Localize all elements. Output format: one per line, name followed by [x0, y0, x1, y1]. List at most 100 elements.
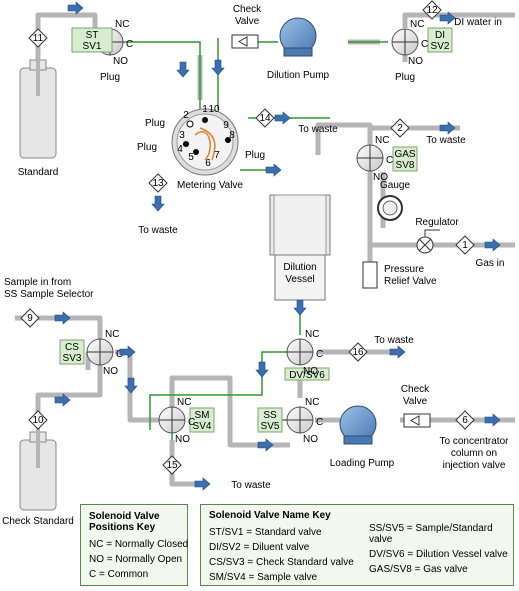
to-waste-16-label: To waste: [374, 335, 414, 346]
metering-port-number: 5: [188, 152, 194, 163]
line-number: 6: [462, 415, 468, 426]
port-nc: NC: [410, 19, 424, 30]
port-c: C: [421, 39, 428, 50]
line-number-marker: [28, 28, 48, 48]
metering-port-number: 1: [202, 104, 208, 115]
flow-lines: [120, 38, 388, 440]
solenoid-valve-sv4: [158, 406, 215, 434]
line-number-marker: [148, 173, 168, 193]
gauge: [377, 195, 403, 221]
line-number: 16: [352, 347, 364, 358]
plug-right-label: Plug: [245, 150, 265, 161]
valve-name: SV8: [396, 160, 415, 171]
line-number: 9: [27, 313, 33, 324]
metering-port-number: 9: [223, 120, 229, 131]
check-valve-top: [231, 34, 259, 49]
names-key: Solenoid Valve Name Key ST/SV1 = Standar…: [200, 504, 514, 586]
valve-tag: GAS: [394, 149, 415, 160]
solenoid-valve-sv2: [391, 27, 453, 56]
line-number-marker: [422, 0, 442, 20]
solenoid-valve-sv1: [71, 27, 124, 56]
port-nc: NC: [115, 19, 129, 30]
check-standard-label: Check Standard: [2, 516, 74, 527]
names-key-item: GAS/SV8 = Gas valve: [369, 564, 468, 575]
port-no: NO: [175, 434, 190, 445]
loading-pump: [339, 405, 377, 445]
metering-port-number: 8: [229, 130, 235, 141]
positions-key-item: NC = Normally Closed: [89, 539, 189, 550]
to-waste-13-label: To waste: [138, 225, 178, 236]
names-key-title: Solenoid Valve Name Key: [209, 510, 331, 521]
line-number: 12: [426, 5, 438, 16]
plug-top-label: Plug: [145, 118, 165, 129]
standard-bottle: [19, 56, 57, 159]
gas-in-label: Gas in: [476, 258, 505, 269]
port-no: NO: [408, 56, 423, 67]
names-key-item: SS/SV5 = Sample/Standard valve: [369, 523, 493, 545]
names-key-item: CS/SV3 = Check Standard valve: [209, 557, 354, 568]
port-no: NO: [373, 172, 388, 183]
port-nc: NC: [305, 329, 319, 340]
port-nc: NC: [305, 397, 319, 408]
line-number-marker: [455, 235, 475, 255]
port-c: C: [386, 155, 393, 166]
port-c: C: [126, 39, 133, 50]
solenoid-valve-sv3: [59, 338, 114, 366]
solenoid-valve-sv8: [356, 144, 418, 172]
plug-label: Plug: [100, 72, 120, 83]
valve-tag: ST: [86, 30, 99, 41]
port-c: C: [316, 349, 323, 360]
to-waste-2-label: To waste: [426, 135, 466, 146]
valve-name: SV5: [261, 421, 280, 432]
dilution-vessel: [269, 194, 331, 301]
valve-tag: CS: [65, 342, 79, 353]
valve-tag: SS: [263, 410, 277, 421]
line-number: 13: [152, 178, 164, 189]
metering-valve-label: Metering Valve: [177, 180, 243, 191]
valve-tag: DV/SV6: [289, 370, 325, 381]
port-no: NO: [103, 366, 118, 377]
regulator: [416, 229, 440, 254]
line-number: 14: [259, 113, 271, 124]
line-number-marker: [255, 108, 275, 128]
names-key-item: ST/SV1 = Standard valve: [209, 527, 322, 538]
line-number: 1: [462, 240, 468, 251]
port-c: C: [316, 417, 323, 428]
pressure-relief-valve: [362, 261, 378, 289]
positions-key-item: C = Common: [89, 569, 149, 580]
to-waste-15-label: To waste: [231, 480, 271, 491]
dilution-pump-label: Dilution Pump: [267, 70, 330, 81]
positions-key-item: NO = Normally Open: [89, 554, 183, 565]
line-number: 15: [166, 460, 178, 471]
positions-key-title: Solenoid Valve Positions Key: [89, 511, 160, 533]
port-no: NO: [303, 366, 318, 377]
line-number-marker: [455, 410, 475, 430]
dilution-pump: [279, 17, 317, 57]
port-nc: NC: [105, 329, 119, 340]
names-key-item: DV/SV6 = Dilution Vessel valve: [369, 549, 508, 560]
line-number-marker: [20, 308, 40, 328]
port-nc: NC: [375, 135, 389, 146]
check-standard-bottle: [19, 428, 57, 511]
metering-port-number: 6: [205, 158, 211, 169]
valve-name: SV1: [83, 41, 102, 52]
metering-port-number: 7: [214, 150, 220, 161]
names-key-col2: SS/SV5 = Sample/Standard valve DV/SV6 = …: [369, 523, 508, 577]
valve-tag: SM: [195, 410, 210, 421]
port-nc: NC: [177, 397, 191, 408]
names-key-item: SM/SV4 = Sample valve: [209, 572, 318, 583]
valve-tag: DI: [435, 30, 445, 41]
port-c: C: [188, 417, 195, 428]
loading-pump-label: Loading Pump: [330, 458, 395, 469]
valve-name: SV2: [431, 41, 450, 52]
metering-port-number: 2: [183, 110, 189, 121]
to-waste-14-label: To waste: [298, 124, 338, 135]
names-key-col1: ST/SV1 = Standard valve DI/SV2 = Diluent…: [209, 525, 354, 585]
names-key-item: DI/SV2 = Diluent valve: [209, 542, 310, 553]
plug-left-label: Plug: [137, 142, 157, 153]
metering-port-number: 10: [208, 104, 220, 115]
